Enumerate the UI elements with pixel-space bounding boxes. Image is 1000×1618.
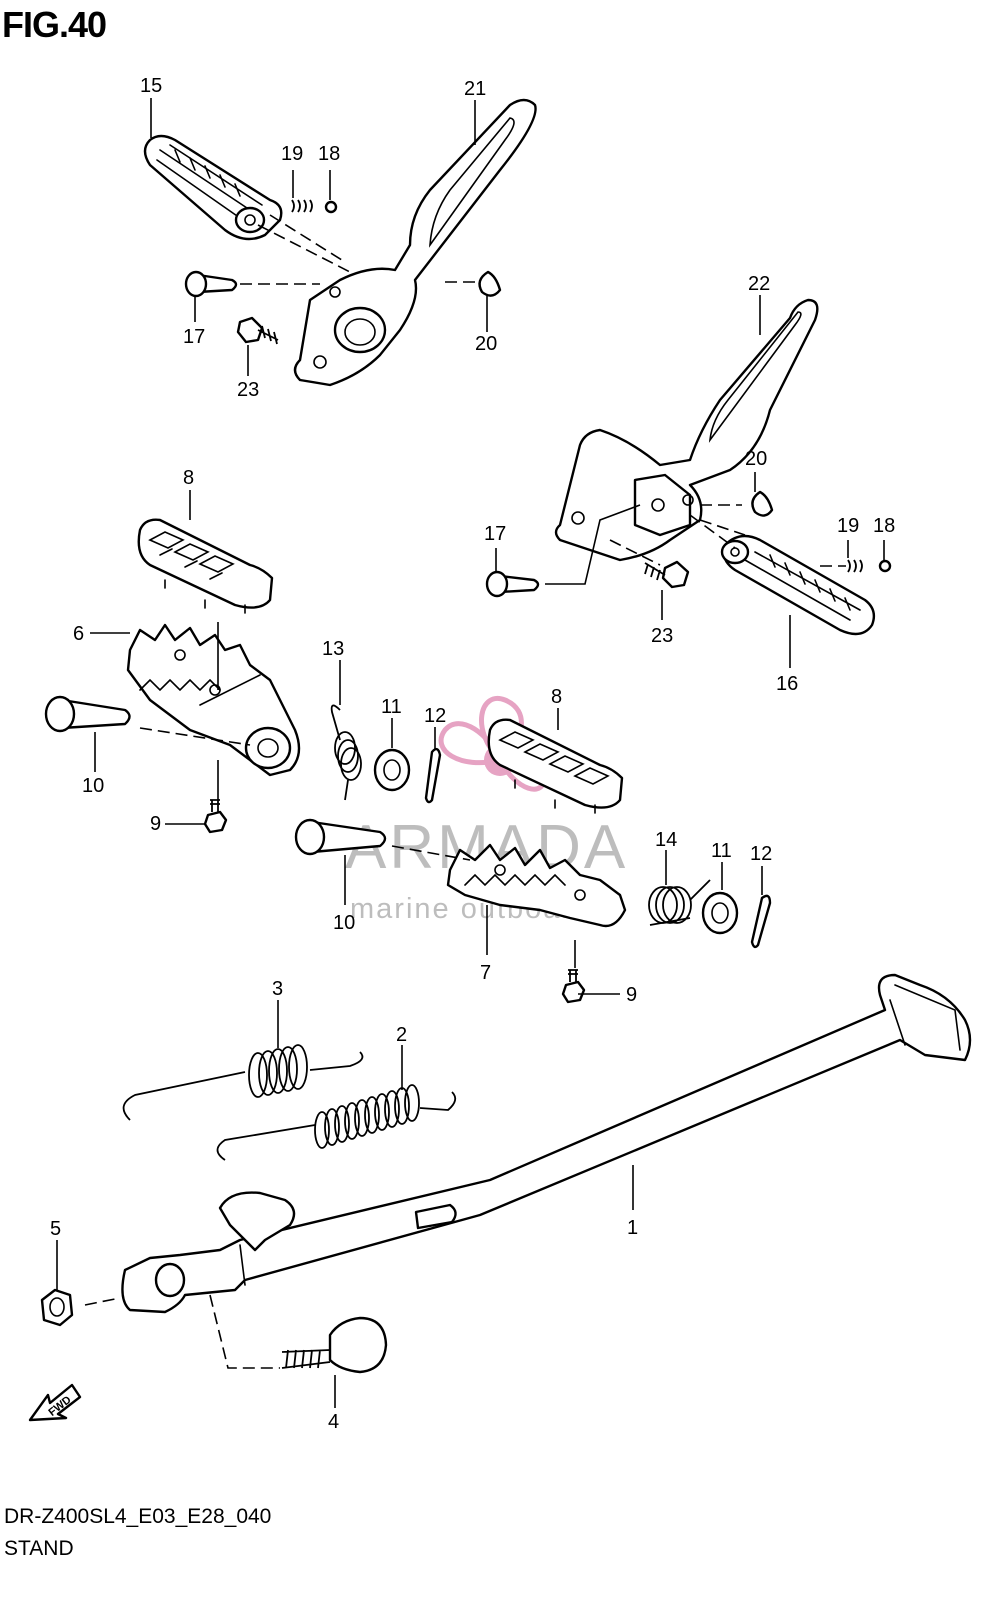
callout-10-right: 10 [333,912,355,934]
callout-9-left: 9 [150,813,161,835]
part-1-side-stand [121,973,972,1314]
part-2-spring-inner [216,1084,457,1161]
callout-17-right: 17 [484,523,506,545]
part-9-bolt-left [203,799,228,834]
callout-19-right: 19 [837,515,859,537]
part-23-bolt-right [644,560,690,589]
part-10-pin-left [44,695,131,733]
part-21-bracket-left [293,98,537,387]
callout-4: 4 [328,1411,339,1433]
part-18-ball-right [878,559,892,573]
callout-21: 21 [464,78,486,100]
callout-22: 22 [748,273,770,295]
part-16-footrest-right [720,534,876,636]
callout-11-left: 11 [381,696,402,718]
callout-12-left: 12 [424,705,446,727]
callout-10-left: 10 [82,775,104,797]
callout-19-left: 19 [281,143,303,165]
callout-14: 14 [655,829,677,851]
callout-17-left: 17 [183,326,205,348]
leader-lines-upper-left [150,98,488,376]
part-18-ball-left [324,200,338,214]
part-10-pin-right [294,818,387,856]
group-name: STAND [4,1537,74,1560]
part-13-spring [330,704,362,801]
callout-1: 1 [627,1217,638,1239]
leader-lines-lower-left [90,490,436,825]
part-11-washer-right [701,891,739,935]
callout-23-right: 23 [651,625,673,647]
part-14-spring [648,879,711,926]
callout-13: 13 [322,638,344,660]
callout-12-right: 12 [750,843,772,865]
callout-20-right: 20 [745,448,767,470]
callout-5: 5 [50,1218,61,1240]
callout-20-left: 20 [475,333,497,355]
callout-labels: 15 21 19 18 17 20 23 22 20 19 18 17 23 1… [50,75,895,1433]
leader-lines-upper-right [495,295,885,668]
part-23-bolt-left [236,316,279,345]
part-22-bracket-right [554,298,819,562]
part-17-pin-right [485,570,540,598]
part-7-footpeg-right [446,843,627,928]
callout-11-right: 11 [711,840,732,862]
part-19-roller-left [291,199,313,213]
part-11-washer-left [373,748,411,792]
callout-8-right: 8 [551,686,562,708]
figure-title: FIG.40 [2,4,107,45]
callout-16: 16 [776,673,798,695]
callout-23-left: 23 [237,379,259,401]
part-4-bolt [281,1316,388,1374]
part-6-footpeg-left [126,623,301,777]
callout-18-left: 18 [318,143,340,165]
part-9-bolt-right [561,969,586,1004]
part-8-rubber-right [487,718,624,814]
callout-8-left: 8 [183,467,194,489]
callout-9-right: 9 [626,984,637,1006]
part-12-cotter-pin-left [424,747,442,804]
callout-18-right: 18 [873,515,895,537]
part-12-cotter-pin-right [750,894,772,949]
model-code: DR-Z400SL4_E03_E28_040 [4,1505,272,1528]
part-20-clip-right [751,490,774,517]
part-20-clip-left [478,270,502,297]
part-15-footrest-left [143,134,283,241]
part-19-roller-right [847,559,863,573]
callout-3: 3 [272,978,283,1000]
part-17-pin-left [184,270,238,298]
callout-2: 2 [396,1024,407,1046]
leader-lines-stand [56,1000,634,1408]
part-3-spring-outer [122,1044,364,1121]
part-8-rubber-left [137,518,274,614]
leader-lines-lower-right [344,708,763,995]
fwd-arrow: FWD [28,1383,82,1422]
callout-6: 6 [73,623,84,645]
callout-7: 7 [480,962,491,984]
part-5-nut [40,1288,74,1327]
callout-15: 15 [140,75,162,97]
